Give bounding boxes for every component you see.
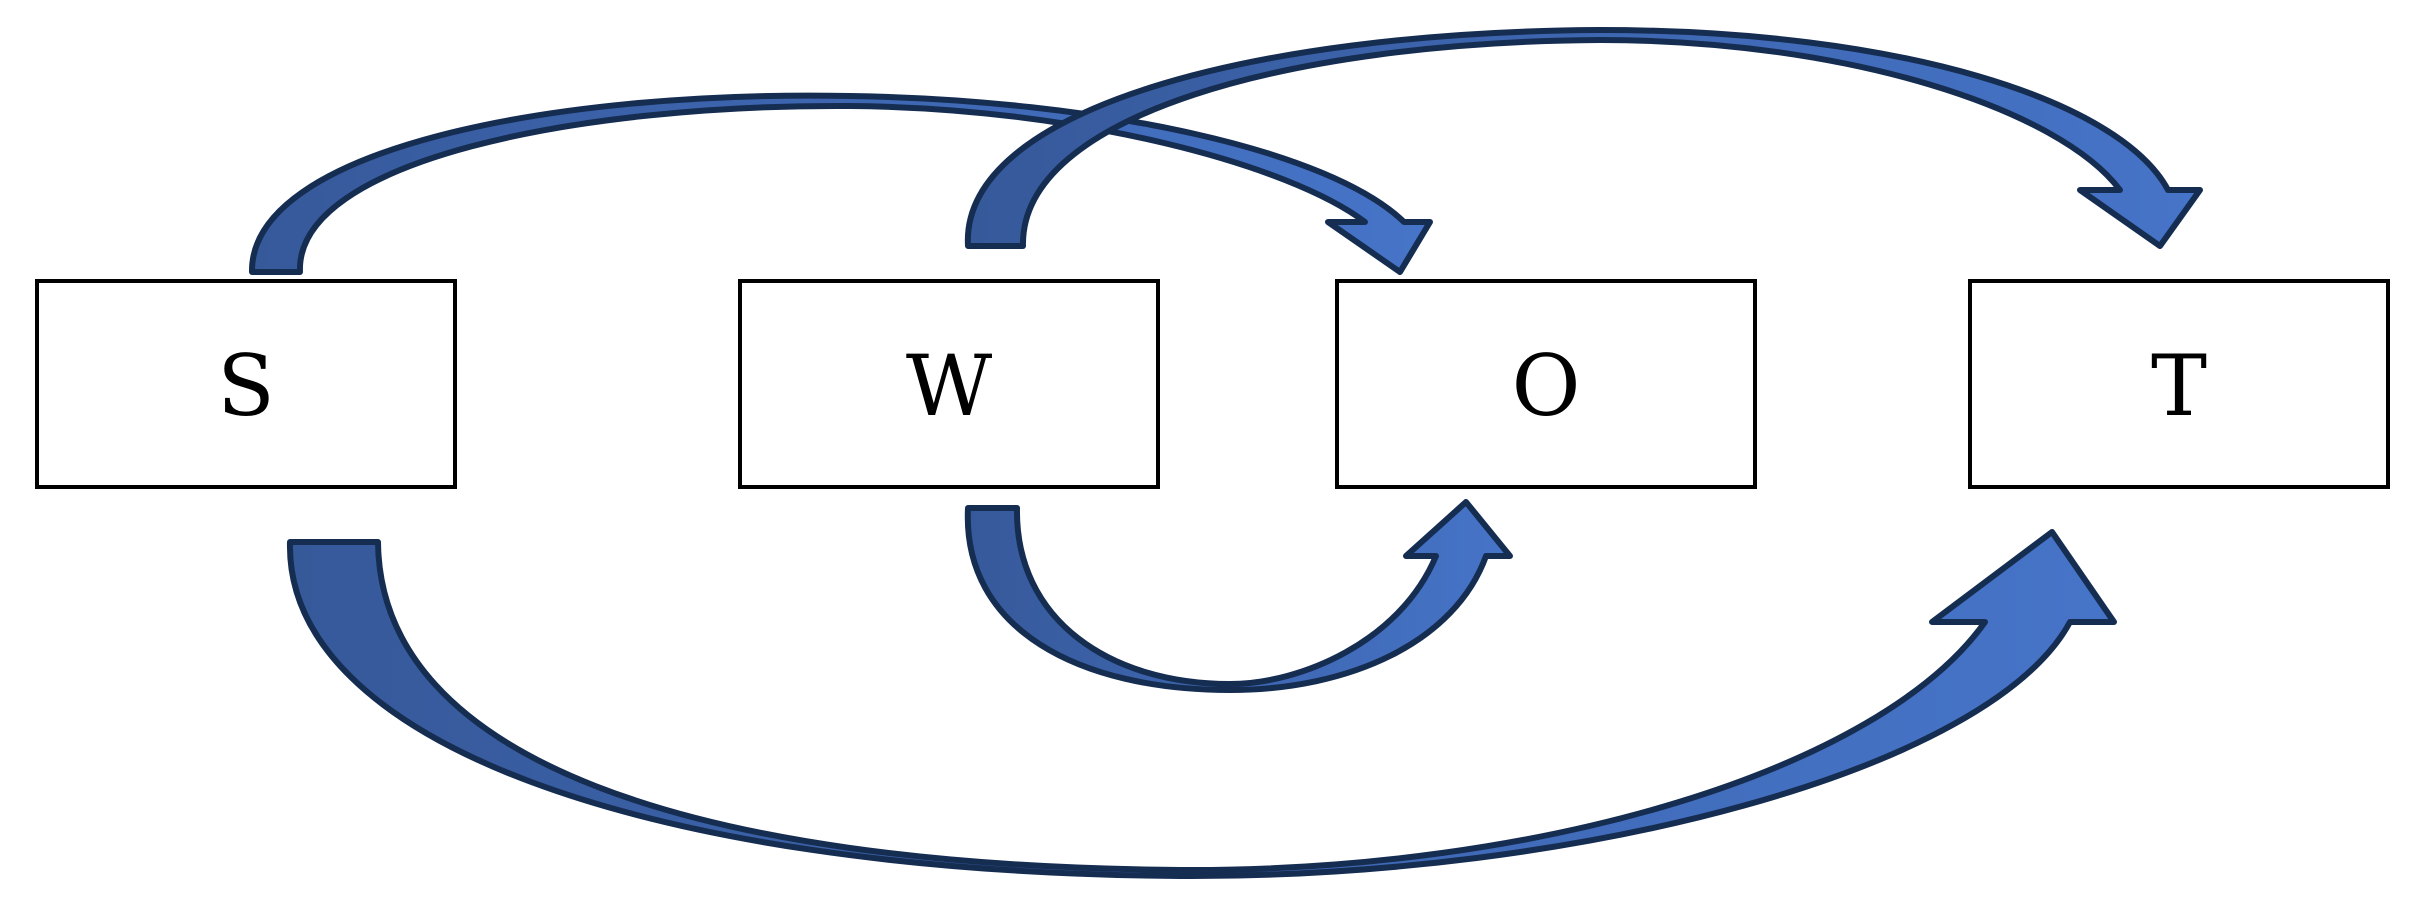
box-t-label: T (2151, 337, 2207, 435)
arrow-s-to-o (248, 92, 1433, 275)
box-w: W (738, 279, 1160, 489)
box-s-label: S (217, 337, 275, 435)
box-t: T (1968, 279, 2390, 489)
box-w-label: W (906, 337, 993, 435)
box-s: S (35, 279, 457, 489)
arrow-w-to-o (964, 499, 1513, 693)
box-o-frame (1335, 279, 1757, 489)
box-t-frame (1968, 279, 2390, 489)
arrow-w-to-t (964, 27, 2203, 249)
box-s-frame (35, 279, 457, 489)
arrow-s-to-t (286, 529, 2117, 880)
box-o-label: O (1512, 337, 1581, 435)
box-o: O (1335, 279, 1757, 489)
box-w-frame (738, 279, 1160, 489)
